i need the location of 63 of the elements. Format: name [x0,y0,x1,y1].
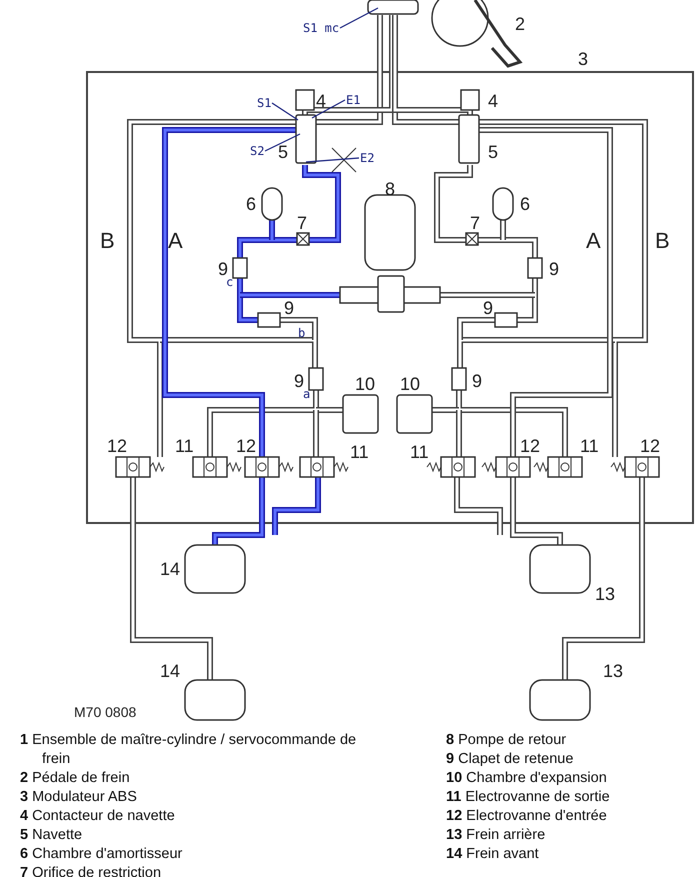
callout-number: 9 [483,299,494,317]
callout-number: 13 [595,585,616,603]
callout-number: 10 [400,375,420,393]
legend-entry: 3 Modulateur ABS [20,788,138,807]
legend-entry: 12 Electrovanne d'entrée [446,807,608,826]
figure-code: M70 0808 [74,705,136,719]
leader-line [264,133,300,152]
callout-number: 11 [175,437,194,455]
callout-number: b [298,327,306,339]
callout-number: 12 [236,437,256,455]
legend-entry: 10 Chambre d'expansion [446,769,608,788]
callout-number: 6 [520,195,530,213]
callout-number: 9 [472,372,482,390]
callout-number: A [586,230,601,252]
callout-number: 9 [549,260,560,278]
callout-number: 11 [410,443,429,461]
callout-number: 3 [578,50,588,68]
callout-number: 9 [218,260,228,278]
leader-line [272,102,298,120]
legend-entry: 1 Ensemble de maître-cylindre / servocommande de frein [20,731,358,769]
callout-number: B [100,230,115,252]
legend-entry: 8 Pompe de retour [446,731,568,750]
callout-number: 11 [350,443,369,461]
leader-line [306,157,360,163]
callout-number: 9 [294,372,304,390]
leader-line [340,7,378,29]
legend-entry: 5 Navette [20,826,84,845]
callout-number: 14 [160,662,180,680]
callout-number: 12 [640,437,660,455]
callout-number: 13 [603,662,624,680]
legend-entry: 2 Pédale de frein [20,769,131,788]
callout-number: 4 [316,92,326,110]
callout-number: 2 [515,15,526,33]
leader-text: S1 mc [303,22,340,34]
leader-text: S2 [250,145,264,157]
legend-entry: 11 Electrovanne de sortie [446,788,611,807]
callout-number: 5 [488,143,498,161]
callout-number: 7 [297,214,308,232]
callout-number: 9 [284,299,294,317]
leader-text: E2 [360,152,374,164]
legend-entry: 14 Frein avant [446,845,540,864]
legend-entry: 4 Contacteur de navette [20,807,176,826]
callout-number: A [168,230,183,252]
callout-number: a [303,388,310,400]
callout-number: 14 [160,560,180,578]
leader-text: E1 [346,94,360,106]
callout-number: 12 [107,437,128,455]
callout-number: 4 [488,92,498,110]
legend-entry: 7 Orifice de restriction [20,864,162,877]
leader-text: S1 [257,97,272,109]
callout-number: 8 [385,180,396,198]
legend-entry: 9 Clapet de retenue [446,750,574,769]
callout-number: B [655,230,670,252]
legend-entry: 6 Chambre d'amortisseur [20,845,184,864]
callout-number: 11 [580,437,599,455]
callout-number: 12 [520,437,540,455]
callout-number: 5 [278,143,288,161]
callout-number: 10 [355,375,376,393]
callout-number: 6 [246,195,256,213]
callout-number: 7 [470,214,480,232]
legend-entry: 13 Frein arrière [446,826,546,845]
leader-line [312,99,346,119]
callout-number: c [226,276,234,288]
